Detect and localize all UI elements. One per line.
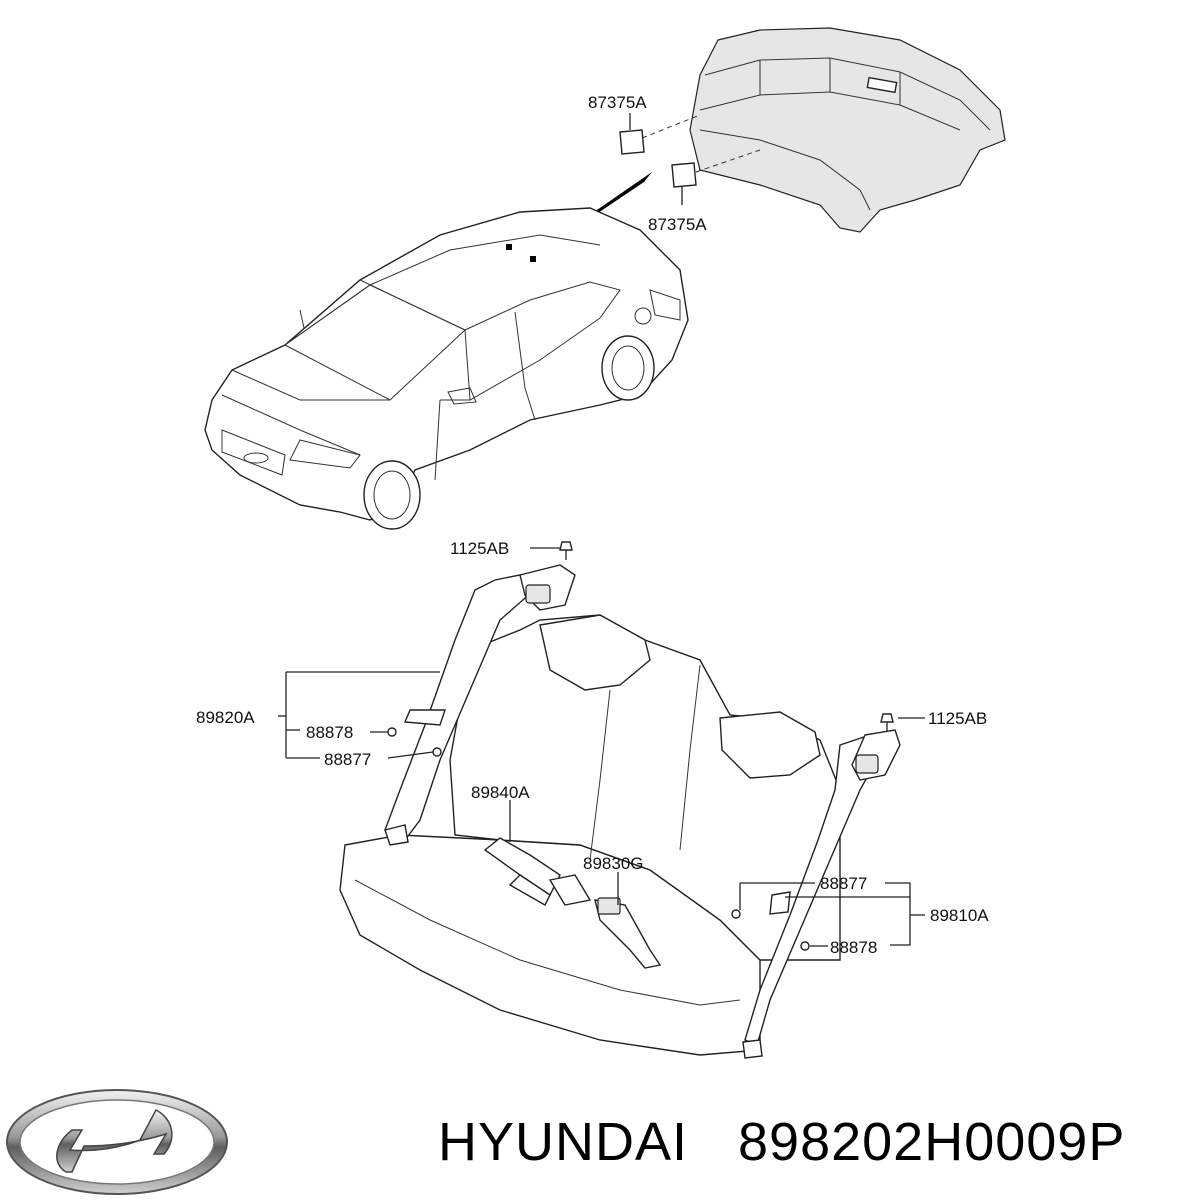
washer-icon-l1: [387, 727, 397, 737]
rear-seat: [339, 614, 841, 1056]
callout-pad-bottom: 87375A: [648, 215, 707, 234]
belt-center: [483, 837, 662, 969]
belt-right: [742, 729, 901, 1059]
callout-belt-right: 89810A: [930, 906, 989, 925]
callout-washer-left-2: 88877: [324, 750, 371, 769]
bolt-icon-right: [880, 713, 894, 732]
brand-name: HYUNDAI: [438, 1112, 688, 1172]
callout-belt-left: 89820A: [196, 708, 255, 727]
pad-87375a-bottom: [671, 162, 697, 188]
callout-washer-right-1: 88877: [820, 874, 867, 893]
callout-center-belt: 89840A: [471, 783, 530, 802]
callout-washer-left-1: 88878: [306, 723, 353, 742]
callout-washer-right-2: 88878: [830, 938, 877, 957]
car-sedan: [204, 207, 689, 530]
callout-bolt-left: 1125AB: [450, 539, 509, 558]
parcel-tray: [689, 27, 1006, 233]
callout-center-buckle: 89830G: [583, 854, 644, 873]
belt-left: [384, 564, 576, 846]
bolt-icon-left: [559, 541, 573, 560]
callout-pad-top: 87375A: [588, 93, 647, 112]
callout-bolt-right: 1125AB: [928, 709, 987, 728]
washer-icon-l2: [432, 747, 442, 757]
part-number: 898202H0009P: [738, 1112, 1125, 1172]
pad-87375a-top: [619, 129, 645, 155]
washer-icon-r1: [731, 909, 741, 919]
washer-icon-r2: [800, 941, 810, 951]
hyundai-logo-icon: [6, 1089, 228, 1195]
